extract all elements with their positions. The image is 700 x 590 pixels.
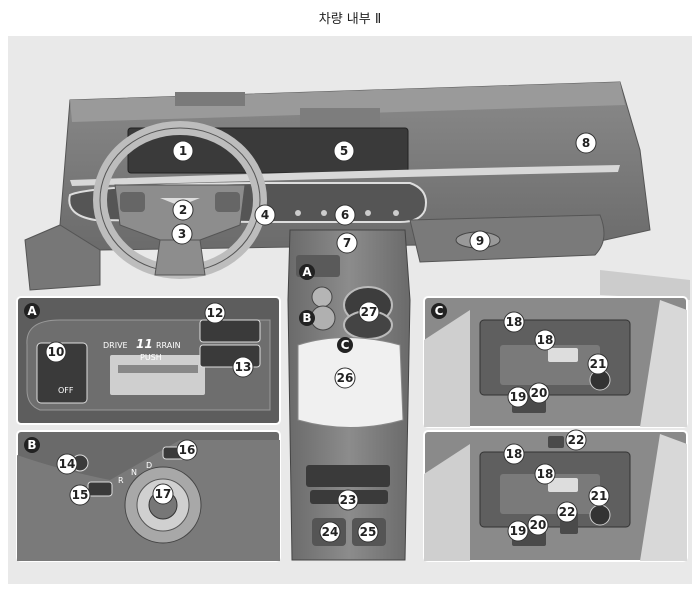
callout-25: 25 [360, 525, 377, 539]
callout-12: 12 [207, 306, 224, 320]
callout-10: 10 [48, 345, 65, 359]
callout-21-bottom: 21 [591, 489, 608, 503]
callout-17: 17 [155, 487, 172, 501]
callout-24: 24 [322, 525, 339, 539]
callout-13: 13 [235, 360, 252, 374]
callout-20-top: 20 [531, 386, 548, 400]
callout-18-bottom-b: 18 [537, 467, 554, 481]
inset-b [16, 430, 281, 562]
inset-a [16, 296, 281, 425]
label-b-console: B [302, 311, 311, 325]
callout-18-bottom-a: 18 [506, 447, 523, 461]
callout-7: 7 [343, 236, 351, 250]
passenger-area [600, 270, 690, 300]
callout-22-bottom-b: 22 [559, 505, 576, 519]
callout-14: 14 [59, 457, 76, 471]
callout-9: 9 [476, 234, 484, 248]
label-c-console: C [341, 338, 350, 352]
label-a-console: A [302, 265, 312, 279]
lower-dash-left [24, 224, 101, 291]
label-b-inset: B [27, 438, 36, 452]
gear-n: N [131, 468, 137, 477]
dash-trim [70, 165, 620, 186]
callout-21-top: 21 [590, 357, 607, 371]
callout-4: 4 [261, 208, 269, 222]
callout-5: 5 [340, 144, 348, 158]
callout-18-top-a: 18 [506, 315, 523, 329]
callout-18-top-b: 18 [537, 333, 554, 347]
windshield-area [8, 36, 692, 76]
page-title: 차량 내부 Ⅱ [318, 12, 382, 27]
callout-16: 16 [179, 443, 196, 457]
gear-r: R [118, 476, 124, 485]
drive-mode-number: 11 [136, 337, 153, 351]
off-text: OFF [58, 386, 74, 395]
callout-2: 2 [179, 203, 187, 217]
callout-6: 6 [341, 208, 349, 222]
callout-15: 15 [72, 488, 89, 502]
label-c-inset: C [435, 304, 444, 318]
callout-26: 26 [337, 371, 354, 385]
inset-c-top [423, 296, 688, 428]
glove-box [409, 214, 605, 263]
callout-27: 27 [361, 305, 378, 319]
inset-c-bottom [423, 430, 688, 562]
callout-3: 3 [178, 227, 186, 241]
callout-8: 8 [582, 136, 590, 150]
callout-19-top: 19 [510, 390, 527, 404]
callouts: 1 2 3 4 5 6 7 8 9 10 12 13 14 15 16 17 1… [45, 132, 610, 543]
callout-22-bottom-a: 22 [568, 433, 585, 447]
callout-19-bottom: 19 [510, 524, 527, 538]
label-a-inset: A [27, 304, 37, 318]
gear-d: D [146, 461, 152, 470]
callout-1: 1 [179, 144, 187, 158]
callout-20-bottom: 20 [530, 518, 547, 532]
callout-23: 23 [340, 493, 357, 507]
terrain-text: RRAIN [156, 341, 181, 350]
drive-text: DRIVE [103, 341, 128, 350]
push-text: PUSH [140, 353, 162, 362]
